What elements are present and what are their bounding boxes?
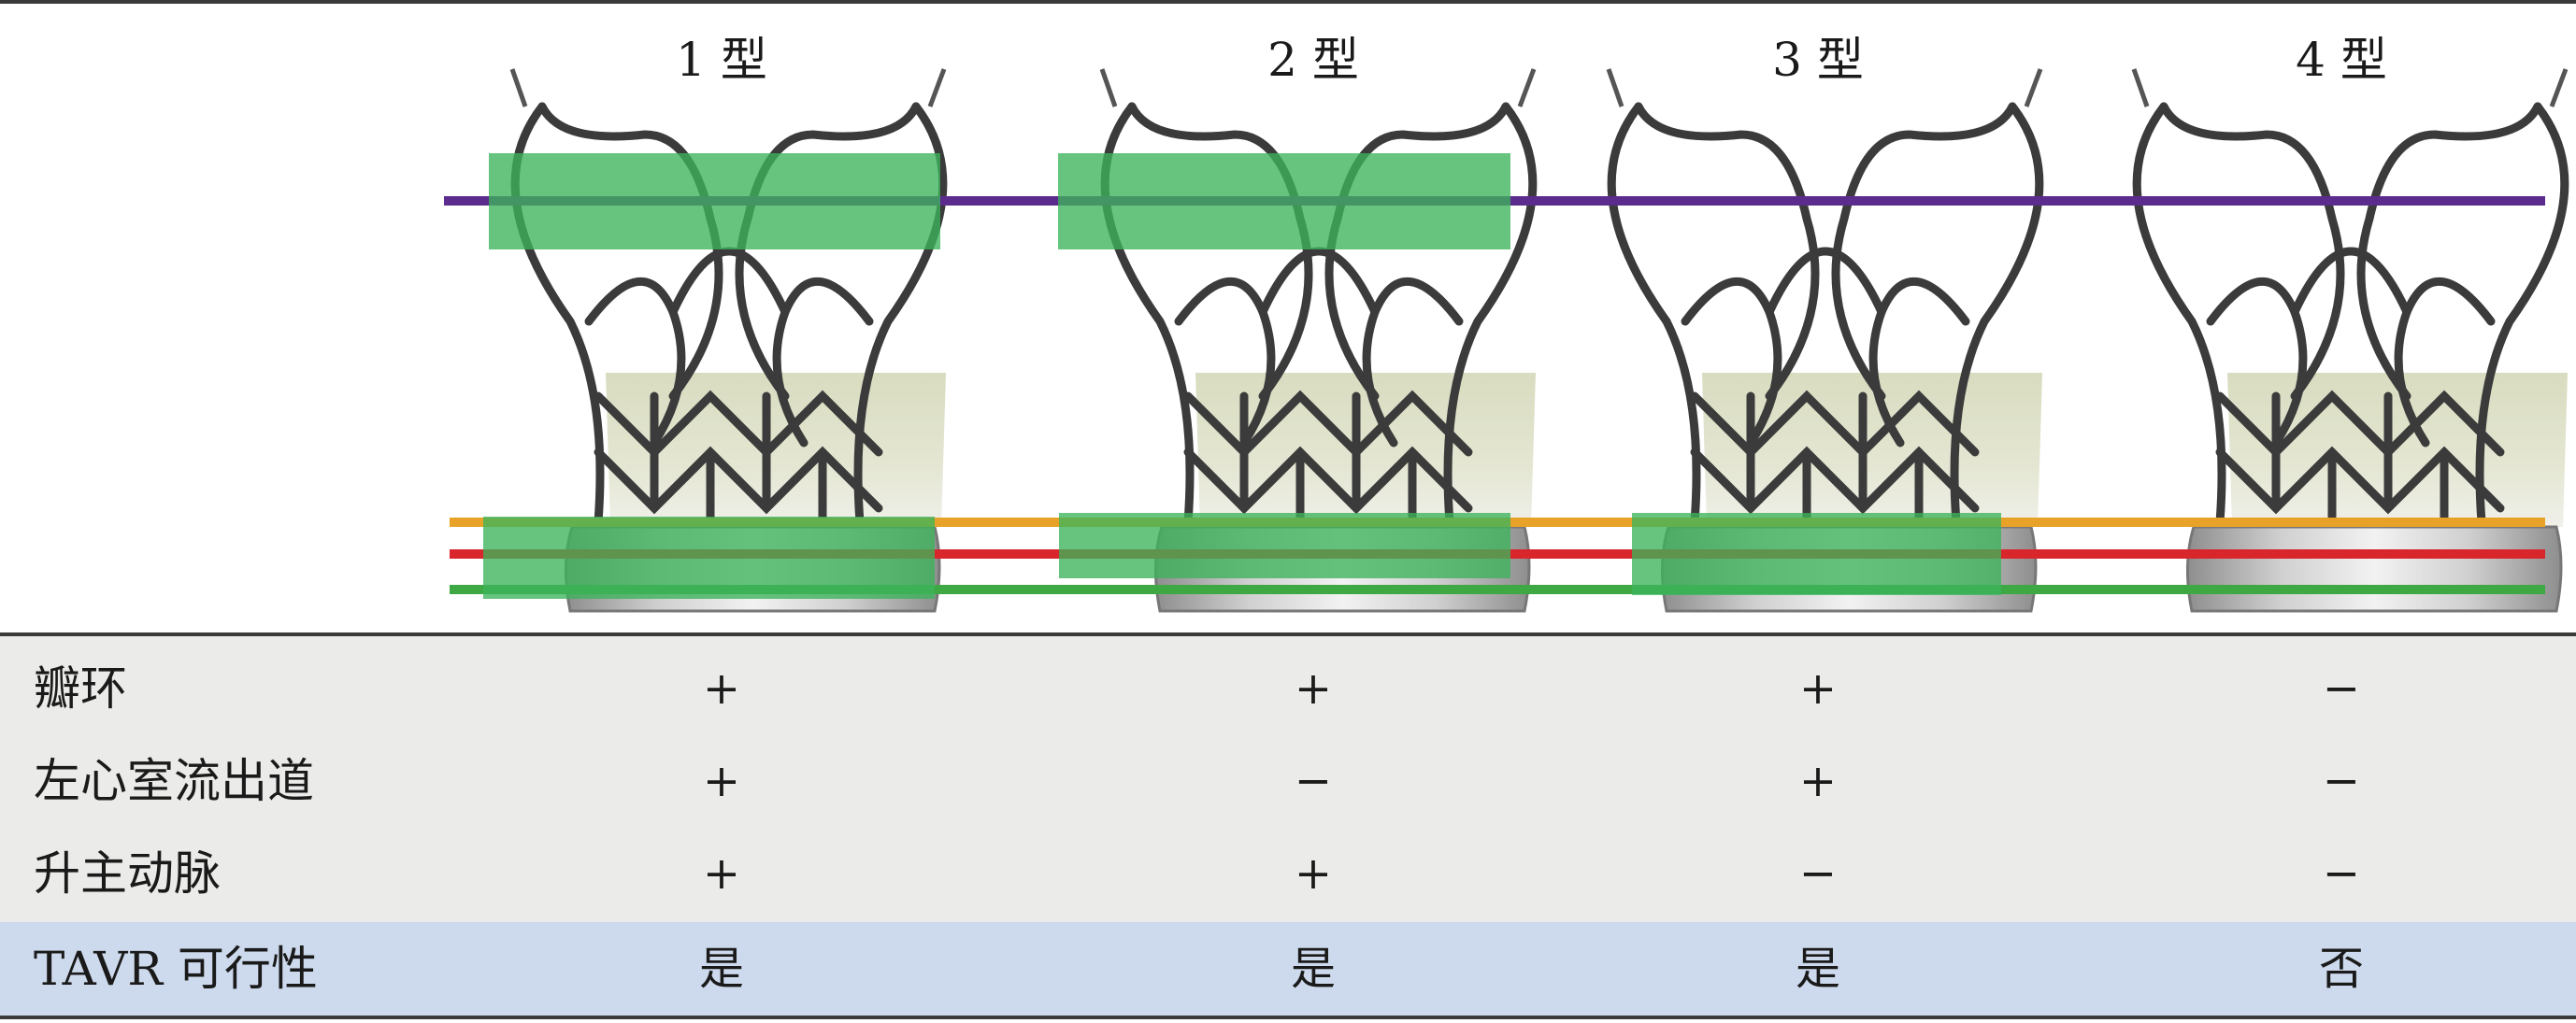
table-cell: +: [702, 662, 741, 715]
bottom-rule: [0, 1016, 2576, 1019]
column-title-type-4: 4 型: [2296, 33, 2387, 87]
table-cell: +: [1798, 755, 1838, 807]
table-row: 瓣环 + + + −: [0, 642, 2576, 735]
column-title-type-3: 3 型: [1772, 33, 1864, 87]
valve-diagram: [444, 68, 2569, 613]
table-row-feasibility: TAVR 可行性 是 是 是 否: [0, 922, 2576, 1016]
row-label-annulus: 瓣环: [34, 661, 127, 716]
table-cell: −: [1798, 847, 1838, 900]
table-grey-band: [0, 636, 2576, 922]
highlight-bottom-type-2: [1059, 513, 1510, 578]
table-cell: 是: [1290, 943, 1336, 995]
table-cell: +: [1294, 662, 1333, 715]
highlight-bottom-type-1: [483, 517, 935, 599]
top-rule: [0, 0, 2576, 4]
highlight-top-type-3: [1636, 153, 2000, 249]
table-cell: +: [702, 755, 741, 807]
table-cell: +: [702, 847, 741, 900]
column-title-type-2: 2 型: [1267, 33, 1359, 87]
table-cell: −: [2322, 662, 2361, 715]
highlight-top-type-2: [1058, 153, 1510, 249]
table-cell: −: [2322, 755, 2361, 807]
table-cell: +: [1798, 662, 1838, 715]
row-label-tavr-feasibility: TAVR 可行性: [34, 942, 318, 996]
table-cell: 是: [698, 943, 744, 995]
row-label-ascending-aorta: 升主动脉: [34, 846, 221, 901]
highlight-bottom-type-4: [2159, 513, 2524, 595]
table-cell: +: [1294, 847, 1333, 900]
table-cell: 是: [1795, 943, 1840, 995]
figure-table-divider: [0, 632, 2576, 636]
highlight-top-type-4: [2159, 153, 2524, 249]
table-row: 升主动脉 + + − −: [0, 827, 2576, 920]
table-highlight-band: [0, 922, 2576, 1016]
table-row: 左心室流出道 + − + −: [0, 734, 2576, 828]
highlight-top-type-1: [489, 153, 940, 249]
row-label-lvot: 左心室流出道: [34, 754, 314, 808]
column-title-type-1: 1 型: [676, 33, 767, 87]
valve-figure: 1 型 2 型 3 型 4 型: [0, 4, 2576, 632]
table-cell: 否: [2318, 943, 2364, 995]
table-cell: −: [2322, 847, 2361, 900]
table-cell: −: [1294, 755, 1333, 807]
highlight-bottom-type-3: [1632, 513, 2001, 595]
